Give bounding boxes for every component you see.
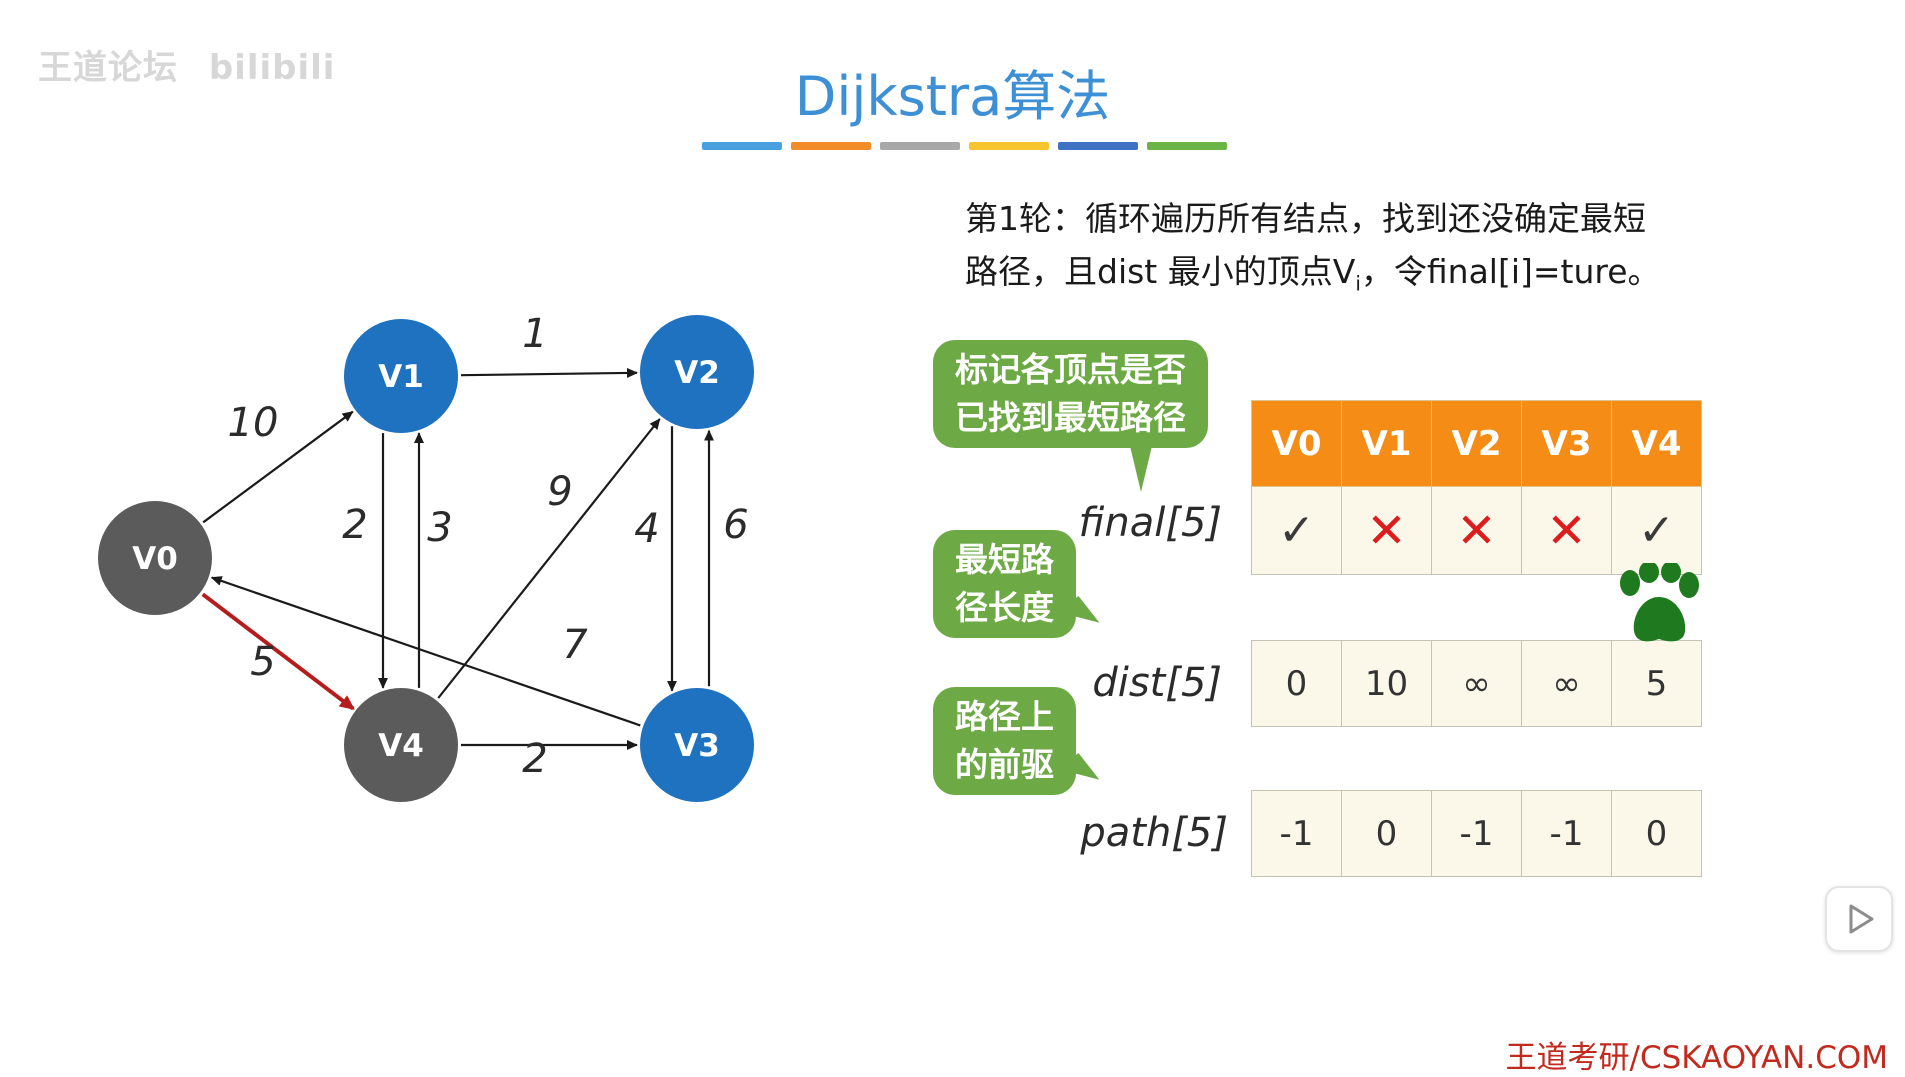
header-cell-v2: V2 — [1431, 400, 1522, 487]
final-cell-0: ✓ — [1251, 486, 1342, 575]
node-label-v2: V2 — [674, 355, 720, 391]
final-cell-1: ✕ — [1341, 486, 1432, 575]
title-color-bars — [702, 142, 1227, 150]
final-array-row: ✓ ✕ ✕ ✕ ✓ — [1251, 486, 1702, 575]
edge-weight-v1-v4: 2 — [342, 502, 367, 548]
node-v2 — [640, 315, 754, 429]
final-explanation-bubble: 标记各顶点是否 已找到最短路径 — [933, 340, 1208, 492]
check-icon: ✓ — [1278, 505, 1315, 556]
round-description: 第1轮：循环遍历所有结点，找到还没确定最短 路径，且dist 最小的顶点Vi，令… — [965, 192, 1725, 311]
description-line-1: 第1轮：循环遍历所有结点，找到还没确定最短 — [965, 199, 1646, 238]
description-line-2-end: ，令final[i]=ture。 — [1360, 252, 1661, 291]
edge-weight-v3-v2: 6 — [723, 502, 748, 548]
edge-weight-v4-v2: 9 — [547, 469, 572, 515]
node-v0 — [98, 501, 212, 615]
node-label-v4: V4 — [378, 728, 424, 764]
node-v3 — [640, 688, 754, 802]
path-bubble-line-2: 的前驱 — [955, 745, 1054, 784]
path-bubble-line-1: 路径上 — [955, 697, 1054, 736]
title-color-bar-1 — [702, 142, 782, 150]
dist-cell-0: 0 — [1251, 640, 1342, 727]
node-v1 — [344, 319, 458, 433]
edge-weight-v2-v3: 4 — [634, 506, 659, 552]
title-color-bar-2 — [791, 142, 871, 150]
final-bubble-line-1: 标记各顶点是否 — [955, 350, 1186, 389]
description-line-2: 路径，且dist 最小的顶点Vi，令final[i]=ture。 — [965, 245, 1725, 311]
final-cell-4: ✓ — [1611, 486, 1702, 575]
edge-weight-v3-v0: 7 — [562, 622, 588, 668]
edge-v0-to-v4 — [201, 592, 355, 711]
play-icon — [1849, 904, 1874, 934]
cross-icon: ✕ — [1456, 502, 1497, 559]
edge-v1-to-v2 — [460, 367, 639, 378]
watermark-site: bilibili — [208, 48, 336, 88]
dist-bubble-line-1: 最短路 — [955, 540, 1054, 579]
final-cell-2: ✕ — [1431, 486, 1522, 575]
final-cell-3: ✕ — [1521, 486, 1612, 575]
node-label-v3: V3 — [674, 728, 720, 764]
watermark: 王道论坛 bilibili — [38, 40, 353, 89]
edge-weight-v0-v1: 10 — [228, 400, 279, 446]
edge-weight-v0-v4: 5 — [250, 639, 275, 685]
path-cell-4: 0 — [1611, 790, 1702, 877]
slide-title: Dijkstra算法 — [794, 65, 1111, 128]
dist-cell-4: 5 — [1611, 640, 1702, 727]
node-label-v1: V1 — [378, 359, 424, 395]
dist-explanation-bubble: 最短路 径长度 — [933, 530, 1076, 638]
path-explanation-bubble: 路径上 的前驱 — [933, 687, 1076, 795]
dist-array-label: dist[5] — [1092, 660, 1222, 706]
edge-weight-v1-v2: 1 — [522, 311, 547, 357]
edge-v0-to-v1 — [202, 410, 354, 524]
paw-icon — [1620, 563, 1699, 642]
dist-bubble-line-2: 径长度 — [955, 588, 1054, 627]
node-label-v0: V0 — [132, 541, 178, 577]
node-v4 — [344, 688, 458, 802]
dist-cell-2: ∞ — [1431, 640, 1522, 727]
dist-cell-3: ∞ — [1521, 640, 1612, 727]
edge-weight-v4-v3: 2 — [522, 736, 547, 782]
path-array-label: path[5] — [1080, 810, 1228, 856]
edge-weight-v4-v1: 3 — [427, 505, 452, 551]
header-cell-v0: V0 — [1251, 400, 1342, 487]
footer-source: 王道考研/CSKAOYAN.COM — [1505, 1040, 1889, 1076]
cross-icon: ✕ — [1546, 502, 1587, 559]
dist-cell-1: 10 — [1341, 640, 1432, 727]
title-color-bar-3 — [880, 142, 960, 150]
header-cell-v1: V1 — [1341, 400, 1432, 487]
title-color-bar-4 — [969, 142, 1049, 150]
path-cell-0: -1 — [1251, 790, 1342, 877]
final-array-label: final[5] — [1078, 500, 1222, 546]
cross-icon: ✕ — [1366, 502, 1407, 559]
path-cell-3: -1 — [1521, 790, 1612, 877]
watermark-brand: 王道论坛 — [38, 48, 178, 88]
edge-v3-to-v0 — [210, 576, 641, 727]
final-bubble-line-2: 已找到最短路径 — [955, 398, 1186, 437]
path-cell-2: -1 — [1431, 790, 1522, 877]
title-color-bar-6 — [1147, 142, 1227, 150]
check-icon: ✓ — [1638, 505, 1675, 556]
video-play-button[interactable] — [1825, 886, 1893, 952]
description-line-2-start: 路径，且dist 最小的顶点V — [965, 252, 1356, 291]
description-subscript: i — [1355, 271, 1361, 296]
edge-v4-to-v2 — [437, 418, 661, 699]
header-cell-v4: V4 — [1611, 400, 1702, 487]
title-color-bar-5 — [1058, 142, 1138, 150]
path-cell-1: 0 — [1341, 790, 1432, 877]
header-cell-v3: V3 — [1521, 400, 1612, 487]
